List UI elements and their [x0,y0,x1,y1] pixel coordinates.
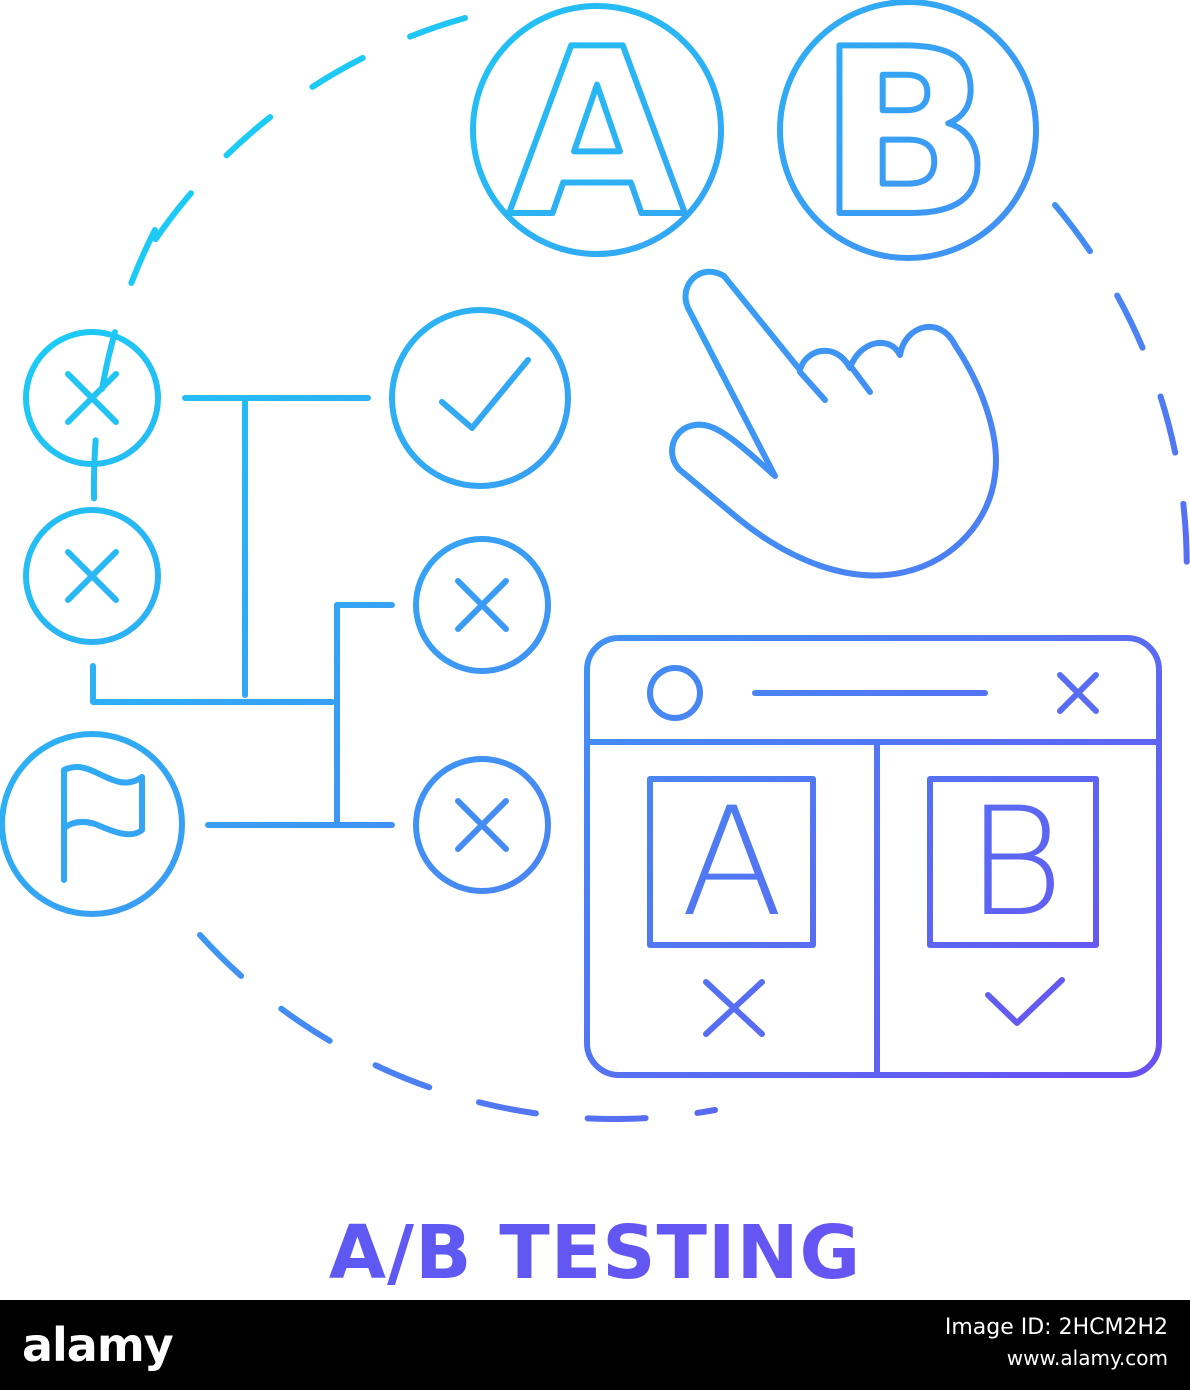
caption-title: A/B TESTING [0,1208,1190,1298]
panel-a-letter: A [681,776,784,950]
cross-circle-icon [413,536,551,674]
cross-icon [703,979,765,1037]
image-id-block: Image ID: 2HCM2H2 www.alamy.com [945,1313,1168,1373]
window-panel-a: A [647,776,816,1037]
browser-window-icon [584,635,1162,1078]
panel-b-letter: B [966,776,1064,950]
connector-lines [90,395,395,828]
option-a-letter: A [508,1,686,268]
dashed-arc-icon [90,15,1190,1122]
cross-circle-icon [23,329,161,467]
ab-testing-illustration: A B [0,0,1190,1122]
window-panel-b: B [927,776,1099,1026]
flag-icon [0,731,185,917]
cross-circle-icon [413,756,551,894]
option-a-circle: A [470,0,724,271]
option-b-letter: B [818,1,993,268]
check-circle-icon [389,307,571,489]
image-id-text: Image ID: 2HCM2H2 [944,1315,1168,1340]
check-icon [985,977,1065,1026]
cross-circle-icon [23,507,161,645]
stock-footer-bar [0,1300,1190,1390]
brand-logo: alamy [22,1318,174,1372]
stock-url: www.alamy.com [1006,1346,1168,1370]
option-b-circle: B [777,0,1039,271]
pointing-hand-icon [669,268,999,579]
